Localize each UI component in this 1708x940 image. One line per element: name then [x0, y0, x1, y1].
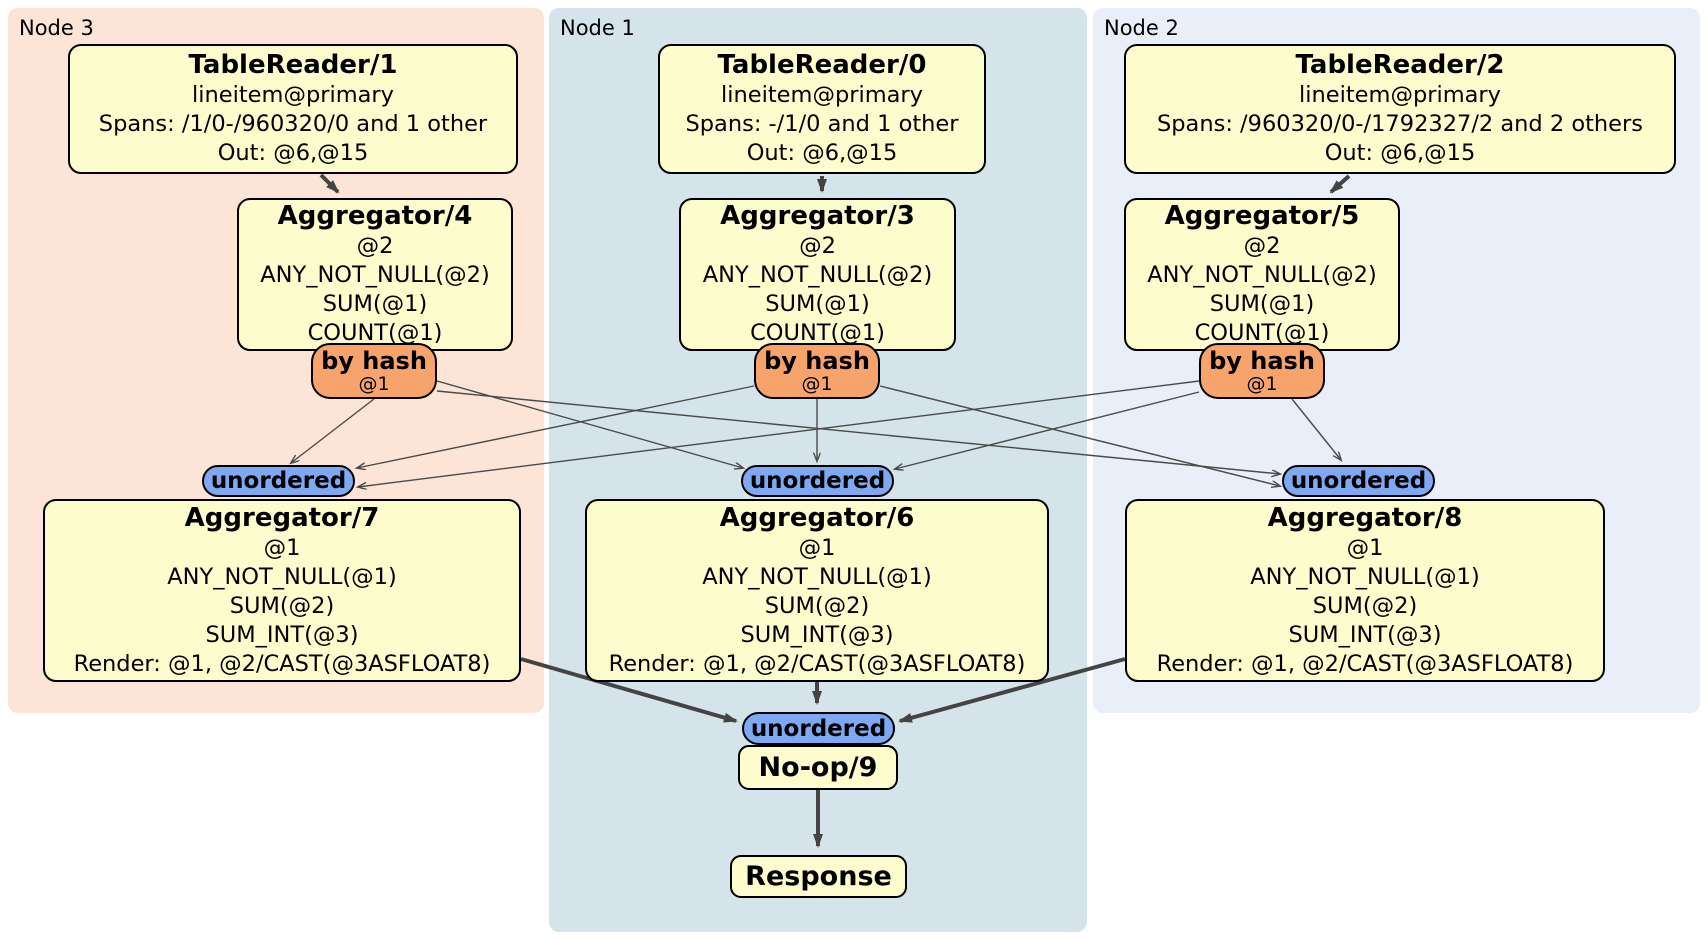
edge-byhash2-unordered3 [358, 380, 1200, 487]
region-node1-label: Node 1 [560, 16, 635, 40]
processor-detail: Spans: /960320/0-/1792327/2 and 2 others [1156, 111, 1643, 137]
processor-detail: Out: @6,@15 [1324, 140, 1476, 166]
processor-detail: @2 [1243, 233, 1281, 259]
processor-title: TableReader/0 [717, 50, 927, 80]
processor-aggregator-4: Aggregator/4 @2 ANY_NOT_NULL(@2) SUM(@1)… [237, 198, 513, 351]
processor-detail: SUM(@2) [229, 592, 335, 619]
processor-title: Aggregator/7 [184, 502, 380, 533]
processor-title: TableReader/2 [1295, 50, 1505, 80]
unordered-label: unordered [210, 468, 347, 494]
processor-detail: Render: @1, @2/CAST(@3ASFLOAT8) [608, 650, 1026, 677]
processor-detail: ANY_NOT_NULL(@2) [1147, 262, 1377, 288]
unordered-badge-final: unordered [742, 712, 895, 745]
region-node3-label: Node 3 [19, 16, 94, 40]
processor-title: Aggregator/5 [1164, 201, 1360, 231]
processor-detail: SUM_INT(@3) [1288, 621, 1442, 648]
processor-title: No-op/9 [758, 751, 878, 783]
by-hash-badge-node1: by hash @1 [754, 343, 880, 399]
edge-tablereader1-aggregator4 [319, 173, 340, 194]
processor-aggregator-8: Aggregator/8 @1 ANY_NOT_NULL(@1) SUM(@2)… [1125, 499, 1605, 682]
by-hash-column: @1 [358, 372, 390, 395]
processor-detail: lineitem@primary [721, 82, 923, 108]
processor-title: Response [745, 860, 892, 892]
processor-detail: @2 [356, 233, 394, 259]
edge-byhash3-unordered1 [436, 380, 743, 468]
processor-title: Aggregator/4 [277, 201, 473, 231]
unordered-badge-node3: unordered [202, 465, 355, 497]
response-box: Response [730, 855, 907, 898]
edge-byhash2-unordered1 [895, 391, 1200, 469]
processor-detail: Render: @1, @2/CAST(@3ASFLOAT8) [73, 650, 491, 677]
edge-byhash2-unordered2 [1291, 398, 1341, 460]
processor-detail: ANY_NOT_NULL(@1) [702, 563, 932, 590]
processor-detail: SUM(@2) [1312, 592, 1418, 619]
processor-detail: ANY_NOT_NULL(@1) [1250, 563, 1480, 590]
by-hash-column: @1 [801, 372, 833, 395]
by-hash-label: by hash [321, 346, 427, 375]
edge-byhash3-unordered3 [291, 398, 375, 463]
unordered-label: unordered [1290, 468, 1427, 494]
by-hash-badge-node2: by hash @1 [1199, 343, 1325, 399]
edge-aggregator7-final-unordered [520, 657, 738, 723]
processor-detail: ANY_NOT_NULL(@1) [167, 563, 397, 590]
processor-detail: SUM_INT(@3) [740, 621, 894, 648]
unordered-badge-node2: unordered [1282, 465, 1435, 497]
processor-aggregator-3: Aggregator/3 @2 ANY_NOT_NULL(@2) SUM(@1)… [679, 198, 956, 351]
processor-detail: Out: @6,@15 [217, 140, 369, 166]
processor-detail: COUNT(@1) [750, 320, 885, 346]
unordered-label: unordered [749, 468, 886, 494]
processor-detail: Render: @1, @2/CAST(@3ASFLOAT8) [1156, 650, 1574, 677]
processor-detail: SUM(@1) [322, 291, 428, 317]
processor-title: Aggregator/8 [1267, 502, 1463, 533]
processor-detail: Out: @6,@15 [746, 140, 898, 166]
unordered-label: unordered [750, 715, 887, 742]
processor-tablereader-0: TableReader/0 lineitem@primary Spans: -/… [658, 44, 986, 174]
processor-detail: COUNT(@1) [307, 320, 443, 346]
unordered-badge-node1: unordered [741, 465, 894, 497]
processor-detail: ANY_NOT_NULL(@2) [702, 262, 933, 288]
processor-detail: COUNT(@1) [1194, 320, 1330, 346]
processor-title: Aggregator/6 [719, 502, 915, 533]
processor-detail: SUM_INT(@3) [205, 621, 359, 648]
edge-byhash3-unordered2 [436, 390, 1280, 474]
processor-aggregator-7: Aggregator/7 @1 ANY_NOT_NULL(@1) SUM(@2)… [43, 499, 521, 682]
edge-aggregator8-final-unordered [898, 657, 1126, 723]
edge-byhash1-unordered3 [357, 385, 755, 468]
processor-aggregator-6: Aggregator/6 @1 ANY_NOT_NULL(@1) SUM(@2)… [585, 499, 1049, 682]
by-hash-label: by hash [764, 346, 870, 375]
processor-detail: lineitem@primary [192, 82, 394, 108]
processor-tablereader-2: TableReader/2 lineitem@primary Spans: /9… [1124, 44, 1676, 174]
processor-detail: SUM(@1) [1209, 291, 1315, 317]
processor-detail: SUM(@2) [764, 592, 870, 619]
by-hash-badge-node3: by hash @1 [311, 343, 437, 399]
edge-byhash1-unordered2 [879, 385, 1280, 486]
processor-aggregator-5: Aggregator/5 @2 ANY_NOT_NULL(@2) SUM(@1)… [1124, 198, 1400, 351]
edge-tablereader2-aggregator5 [1329, 174, 1351, 194]
processor-detail: @1 [263, 534, 301, 561]
processor-detail: Spans: /1/0-/960320/0 and 1 other [98, 111, 488, 137]
processor-tablereader-1: TableReader/1 lineitem@primary Spans: /1… [68, 44, 518, 174]
processor-detail: Spans: -/1/0 and 1 other [685, 111, 959, 137]
processor-detail: @1 [1346, 534, 1384, 561]
processor-detail: @1 [798, 534, 836, 561]
by-hash-label: by hash [1209, 346, 1315, 375]
by-hash-column: @1 [1246, 372, 1278, 395]
processor-title: Aggregator/3 [720, 201, 915, 231]
processor-noop-9: No-op/9 [738, 745, 898, 790]
processor-detail: SUM(@1) [765, 291, 870, 317]
region-node2-label: Node 2 [1104, 16, 1179, 40]
processor-detail: @2 [799, 233, 836, 259]
processor-detail: ANY_NOT_NULL(@2) [260, 262, 490, 288]
processor-detail: lineitem@primary [1299, 82, 1501, 108]
processor-title: TableReader/1 [188, 50, 398, 80]
